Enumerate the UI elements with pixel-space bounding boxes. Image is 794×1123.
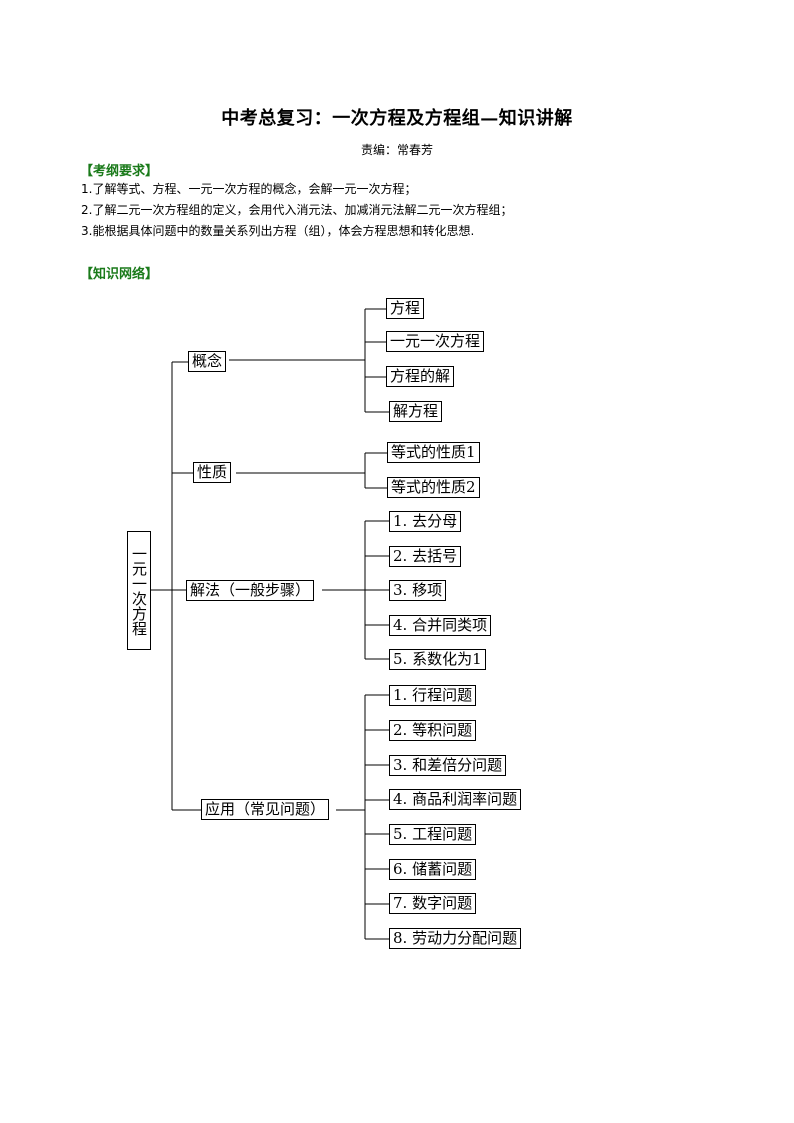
leaf-method-1: 1. 去分母	[389, 511, 462, 532]
leaf-application-6: 6. 储蓄问题	[389, 859, 477, 880]
leaf-application-4: 4. 商品利润率问题	[389, 789, 522, 810]
leaf-method-3: 3. 移项	[389, 580, 447, 601]
branch-application: 应用（常见问题）	[201, 799, 330, 820]
leaf-concept-3: 方程的解	[386, 366, 455, 387]
leaf-method-2: 2. 去括号	[389, 546, 462, 567]
requirement-item-2: 2.了解二元一次方程组的定义，会用代入消元法、加减消元法解二元一次方程组；	[81, 203, 513, 217]
knowledge-network-heading: 【知识网络】	[80, 267, 159, 282]
leaf-concept-4: 解方程	[389, 401, 443, 422]
leaf-property-1: 等式的性质1	[387, 442, 480, 463]
leaf-application-5: 5. 工程问题	[389, 824, 477, 845]
branch-concept: 概念	[188, 351, 227, 372]
leaf-method-5: 5. 系数化为1	[389, 649, 486, 670]
branch-property: 性质	[193, 462, 232, 483]
tree-root-box: 一元一次方程	[127, 531, 151, 650]
leaf-application-1: 1. 行程问题	[389, 685, 477, 706]
leaf-application-2: 2. 等积问题	[389, 720, 477, 741]
leaf-property-2: 等式的性质2	[387, 477, 480, 498]
leaf-concept-1: 方程	[386, 298, 425, 319]
requirements-heading: 【考纲要求】	[80, 164, 159, 179]
requirement-item-1: 1.了解等式、方程、一元一次方程的概念，会解一元一次方程；	[81, 182, 417, 196]
requirement-item-3: 3.能根据具体问题中的数量关系列出方程（组），体会方程思想和转化思想.	[81, 224, 475, 238]
leaf-method-4: 4. 合并同类项	[389, 615, 492, 636]
leaf-application-7: 7. 数字问题	[389, 893, 477, 914]
page-title: 中考总复习：一次方程及方程组—知识讲解	[221, 108, 573, 129]
branch-method: 解法（一般步骤）	[186, 580, 315, 601]
author-line: 责编：常春芳	[360, 143, 433, 157]
leaf-application-3: 3. 和差倍分问题	[389, 755, 507, 776]
leaf-application-8: 8. 劳动力分配问题	[389, 928, 522, 949]
leaf-concept-2: 一元一次方程	[386, 331, 485, 352]
